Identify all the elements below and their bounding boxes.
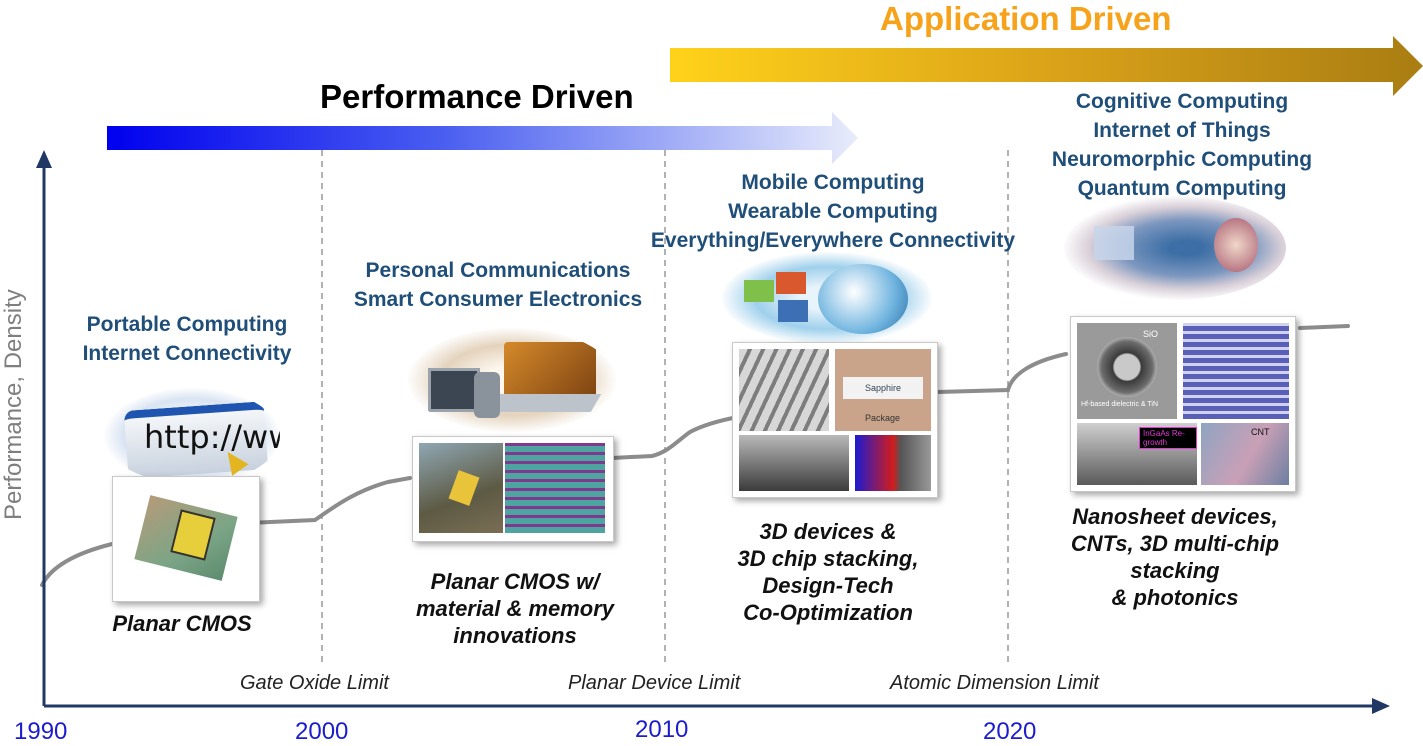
chip-stack-cross-section: Sapphire Package (835, 349, 931, 431)
cnt-sem: CNT (1201, 423, 1289, 485)
technology-line: 3D devices & (759, 519, 897, 544)
http-address-image: http://ww (104, 388, 280, 484)
brain-glow (1214, 218, 1258, 272)
ingaas-sem: InGaAs Re-growth (1077, 423, 1197, 485)
technology-group-3: 3D devices & 3D chip stacking, Design-Te… (712, 518, 944, 626)
memory-innovations-photo (412, 436, 614, 542)
application-line: Quantum Computing (1077, 177, 1287, 200)
sapphire-label: Sapphire (843, 377, 923, 399)
application-line: Internet of Things (1093, 119, 1271, 142)
nanosheet-photo: SiO Hf-based dielectric & TiN InGaAs Re-… (1070, 316, 1296, 492)
crossbar-array (1183, 323, 1289, 419)
technology-line: Co-Optimization (743, 600, 913, 625)
technology-line: stacking (1130, 558, 1220, 583)
limit-gate-oxide: Gate Oxide Limit (240, 672, 389, 694)
technology-group-2: Planar CMOS w/ material & memory innovat… (390, 568, 640, 649)
performance-curve (40, 324, 1350, 587)
cnt-label: CNT (1251, 427, 1270, 437)
year-1990: 1990 (14, 718, 68, 745)
3d-stacking-photo: Sapphire Package (732, 342, 938, 498)
technology-line: 3D chip stacking, (737, 546, 919, 571)
technology-line: & photonics (1111, 585, 1239, 610)
technology-line: Planar CMOS w/ (430, 569, 600, 594)
application-line: Portable Computing (86, 313, 288, 336)
application-line: Cognitive Computing (1075, 90, 1289, 113)
phone-device (474, 372, 500, 418)
photo-tile (778, 300, 808, 322)
nanowire-tem: SiO Hf-based dielectric & TiN (1077, 323, 1177, 419)
application-line: Neuromorphic Computing (1051, 148, 1313, 171)
application-line: Smart Consumer Electronics (353, 288, 643, 311)
technology-line: Design-Tech (762, 573, 894, 598)
application-line: Mobile Computing (741, 171, 925, 194)
technology-line: CNTs, 3D multi-chip (1070, 531, 1280, 556)
technology-line: innovations (453, 623, 577, 648)
gps-device (428, 368, 480, 412)
application-line: Everything/Everywhere Connectivity (650, 229, 1016, 252)
connectivity-image (722, 252, 932, 344)
sio-label: SiO (1143, 329, 1159, 339)
application-group-1: Portable Computing Internet Connectivity (48, 310, 326, 368)
limit-planar-device: Planar Device Limit (568, 672, 741, 694)
thermal-map (855, 435, 931, 491)
x-axis-arrowhead (1372, 698, 1390, 714)
globe-graphic (818, 264, 908, 334)
application-group-2: Personal Communications Smart Consumer E… (330, 256, 666, 314)
application-line: Personal Communications (365, 259, 631, 282)
performance-driven-label: Performance Driven (320, 78, 634, 115)
technology-line: Planar CMOS (112, 611, 252, 636)
finfet-sem (739, 349, 829, 431)
limit-atomic-dimension: Atomic Dimension Limit (890, 672, 1099, 694)
year-2020: 2020 (983, 718, 1037, 745)
data-tile (1094, 226, 1134, 260)
application-group-3: Mobile Computing Wearable Computing Ever… (628, 168, 1038, 255)
dielectric-label: Hf-based dielectric & TiN (1081, 401, 1159, 408)
application-driven-arrow (670, 36, 1423, 96)
y-axis-label: Performance, Density (0, 289, 27, 520)
technology-group-4: Nanosheet devices, CNTs, 3D multi-chip s… (1050, 503, 1300, 611)
nanowire-ring (1097, 337, 1157, 397)
application-group-4: Cognitive Computing Internet of Things N… (1030, 87, 1334, 203)
y-axis-arrowhead (36, 150, 52, 168)
technology-line: material & memory (415, 596, 615, 621)
planar-cmos-photo (112, 476, 260, 602)
http-text: http://ww (144, 418, 280, 456)
memory-array-photo (505, 443, 605, 533)
application-line: Internet Connectivity (82, 342, 292, 365)
performance-driven-arrow (107, 112, 858, 164)
year-2000: 2000 (295, 718, 349, 745)
photo-tile (744, 280, 774, 302)
technology-line: Nanosheet devices, (1072, 504, 1278, 529)
tool-photo (739, 435, 849, 491)
devices-image (408, 328, 616, 432)
year-2010: 2010 (635, 716, 689, 743)
photo-tile (776, 272, 806, 294)
cognitive-image (1064, 196, 1286, 300)
ingaas-label: InGaAs Re-growth (1139, 427, 1197, 449)
laptop-screen (504, 342, 596, 400)
technology-group-1: Planar CMOS (90, 610, 274, 637)
package-label: Package (865, 413, 901, 423)
application-driven-label: Application Driven (880, 0, 1172, 37)
application-line: Wearable Computing (728, 200, 938, 223)
